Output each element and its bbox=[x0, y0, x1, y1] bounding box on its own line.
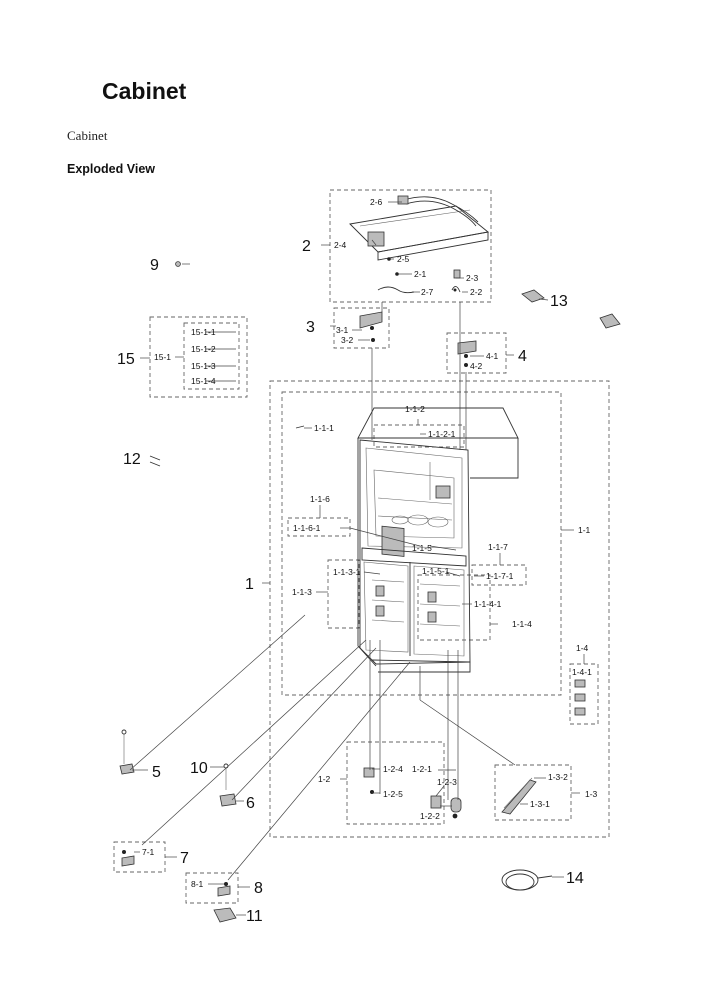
group-box-1-1-7 bbox=[471, 564, 527, 586]
label-4-2: 4-2 bbox=[470, 361, 483, 371]
label-1-1-5: 1-1-5 bbox=[412, 543, 432, 553]
part-7-1-roller bbox=[121, 850, 135, 867]
label-1-2-5: 1-2-5 bbox=[383, 789, 403, 799]
label-8-1: 8-1 bbox=[191, 879, 204, 889]
group-box-4 bbox=[446, 332, 507, 374]
callout-6: 6 bbox=[246, 795, 255, 812]
callout-15: 15 bbox=[117, 351, 135, 368]
group-box-8 bbox=[185, 872, 239, 904]
callout-13: 13 bbox=[550, 293, 568, 310]
label-1-1-1: 1-1-1 bbox=[314, 423, 334, 433]
group-box-1-1-2 bbox=[373, 424, 465, 448]
label-1-1-6-1: 1-1-6-1 bbox=[293, 523, 321, 533]
label-1-3: 1-3 bbox=[585, 789, 598, 799]
group-box-1-3 bbox=[494, 764, 572, 821]
group-box-3 bbox=[333, 307, 390, 349]
label-1-4: 1-4 bbox=[576, 643, 589, 653]
label-15-1-3: 15-1-3 bbox=[191, 361, 216, 371]
page-title: Cabinet bbox=[102, 78, 187, 104]
label-15-1-1: 15-1-1 bbox=[191, 327, 216, 337]
part-2-assembly bbox=[349, 195, 490, 294]
label-1-1-7: 1-1-7 bbox=[488, 542, 508, 552]
label-1-1-6: 1-1-6 bbox=[310, 494, 330, 504]
part-6-bracket bbox=[219, 793, 237, 807]
page-subtitle: Cabinet bbox=[67, 128, 108, 143]
label-1-1: 1-1 bbox=[578, 525, 591, 535]
group-box-1-1-4 bbox=[417, 574, 491, 641]
label-4-1: 4-1 bbox=[486, 351, 499, 361]
label-1-2: 1-2 bbox=[318, 774, 331, 784]
label-1-1-2-1: 1-1-2-1 bbox=[428, 429, 456, 439]
part-3-hinge bbox=[359, 311, 383, 342]
part-1-4-1-blocks bbox=[574, 679, 586, 716]
part-11-bracket bbox=[213, 907, 237, 923]
callout-8: 8 bbox=[254, 880, 263, 897]
part-14-hose bbox=[501, 869, 553, 891]
callout-4: 4 bbox=[518, 348, 527, 365]
part-1-3-cover bbox=[501, 777, 537, 815]
label-1-4-1: 1-4-1 bbox=[572, 667, 592, 677]
label-15-1-2: 15-1-2 bbox=[191, 344, 216, 354]
section-heading: Exploded View bbox=[67, 162, 155, 176]
part-1-1-1-pin bbox=[295, 425, 305, 429]
part-9-screw bbox=[175, 261, 181, 267]
part-5-leveler bbox=[119, 729, 135, 775]
group-box-1 bbox=[269, 380, 610, 838]
callout-12: 12 bbox=[123, 451, 141, 468]
label-2-7: 2-7 bbox=[421, 287, 434, 297]
label-1-2-4: 1-2-4 bbox=[383, 764, 403, 774]
label-1-2-1: 1-2-1 bbox=[412, 764, 432, 774]
group-box-1-1-3 bbox=[327, 559, 360, 629]
group-box-7 bbox=[113, 841, 166, 873]
label-2-5: 2-5 bbox=[397, 254, 410, 264]
group-box-2 bbox=[329, 189, 492, 303]
label-1-1-7-1: 1-1-7-1 bbox=[486, 571, 514, 581]
callout-14: 14 bbox=[566, 870, 584, 887]
label-15-1: 15-1 bbox=[154, 352, 171, 362]
part-4-hinge bbox=[457, 340, 477, 367]
label-15-1-4: 15-1-4 bbox=[191, 376, 216, 386]
label-1-1-2: 1-1-2 bbox=[405, 404, 425, 414]
label-1-3-1: 1-3-1 bbox=[530, 799, 550, 809]
label-1-3-2: 1-3-2 bbox=[548, 772, 568, 782]
part-13-brackets bbox=[521, 289, 621, 329]
label-2-2: 2-2 bbox=[470, 287, 483, 297]
label-1-1-4-1: 1-1-4-1 bbox=[474, 599, 502, 609]
group-box-15 bbox=[149, 316, 248, 398]
callout-10: 10 bbox=[190, 760, 208, 777]
label-7-1: 7-1 bbox=[142, 847, 155, 857]
group-box-15-1 bbox=[183, 322, 240, 390]
part-8-1-roller bbox=[217, 882, 231, 897]
label-1-2-2: 1-2-2 bbox=[420, 811, 440, 821]
label-1-2-3: 1-2-3 bbox=[437, 777, 457, 787]
group-box-1-1 bbox=[281, 391, 562, 696]
group-box-1-2 bbox=[346, 741, 445, 825]
callout-7: 7 bbox=[180, 850, 189, 867]
callout-3: 3 bbox=[306, 319, 315, 336]
leader-lines bbox=[129, 201, 585, 916]
label-2-4: 2-4 bbox=[334, 240, 347, 250]
part-12-clips bbox=[149, 455, 161, 467]
label-2-3: 2-3 bbox=[466, 273, 479, 283]
group-box-1-1-6 bbox=[287, 517, 351, 537]
callout-5: 5 bbox=[152, 764, 161, 781]
label-1-1-3-1: 1-1-3-1 bbox=[333, 567, 361, 577]
label-2-1: 2-1 bbox=[414, 269, 427, 279]
label-1-1-4: 1-1-4 bbox=[512, 619, 532, 629]
callout-2: 2 bbox=[302, 238, 311, 255]
label-1-1-3: 1-1-3 bbox=[292, 587, 312, 597]
callout-11: 11 bbox=[246, 908, 263, 925]
label-3-1: 3-1 bbox=[336, 325, 349, 335]
cabinet-body bbox=[357, 407, 519, 673]
callout-1: 1 bbox=[245, 576, 254, 593]
label-2-6: 2-6 bbox=[370, 197, 383, 207]
label-1-1-5-1: 1-1-5-1 bbox=[422, 566, 450, 576]
callout-9: 9 bbox=[150, 257, 159, 274]
label-3-2: 3-2 bbox=[341, 335, 354, 345]
